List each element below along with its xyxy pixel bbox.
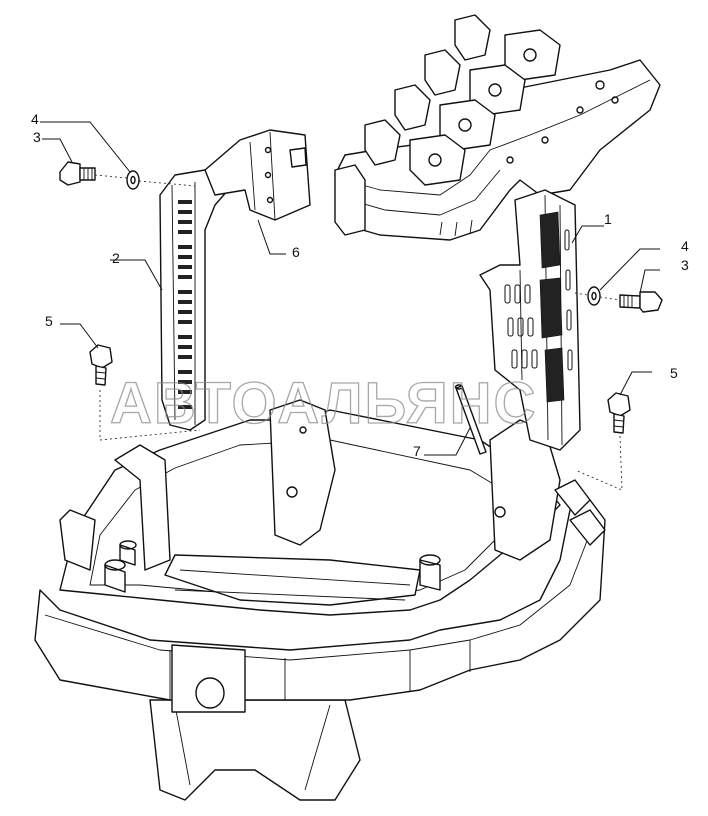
- washer-left: [126, 170, 140, 190]
- side-plate-right: [479, 189, 581, 451]
- callout-4-right: 4: [681, 238, 689, 254]
- callout-5-left: 5: [45, 313, 53, 329]
- bolt-left: [59, 161, 96, 186]
- callout-6: 6: [292, 244, 300, 260]
- callout-7: 7: [413, 443, 421, 459]
- callout-3-left: 3: [33, 129, 41, 145]
- engine-head-assembly: [334, 14, 661, 241]
- callout-1: 1: [604, 211, 612, 227]
- side-plate-left: [159, 154, 251, 431]
- bolt-right: [619, 291, 663, 313]
- upper-bracket: [204, 129, 311, 221]
- bolt-lower-left: [89, 344, 113, 386]
- washer-right: [587, 286, 601, 306]
- callout-4-left: 4: [31, 111, 39, 127]
- bolt-lower-right: [607, 392, 631, 434]
- callout-2: 2: [112, 250, 120, 266]
- callout-3-right: 3: [681, 257, 689, 273]
- dowel-pin: [454, 384, 487, 455]
- watermark-text: АВТОАЛЬЯНС: [110, 371, 537, 436]
- callout-5-right: 5: [670, 365, 678, 381]
- base-frame: [34, 399, 606, 801]
- callout-leaders: [40, 121, 660, 456]
